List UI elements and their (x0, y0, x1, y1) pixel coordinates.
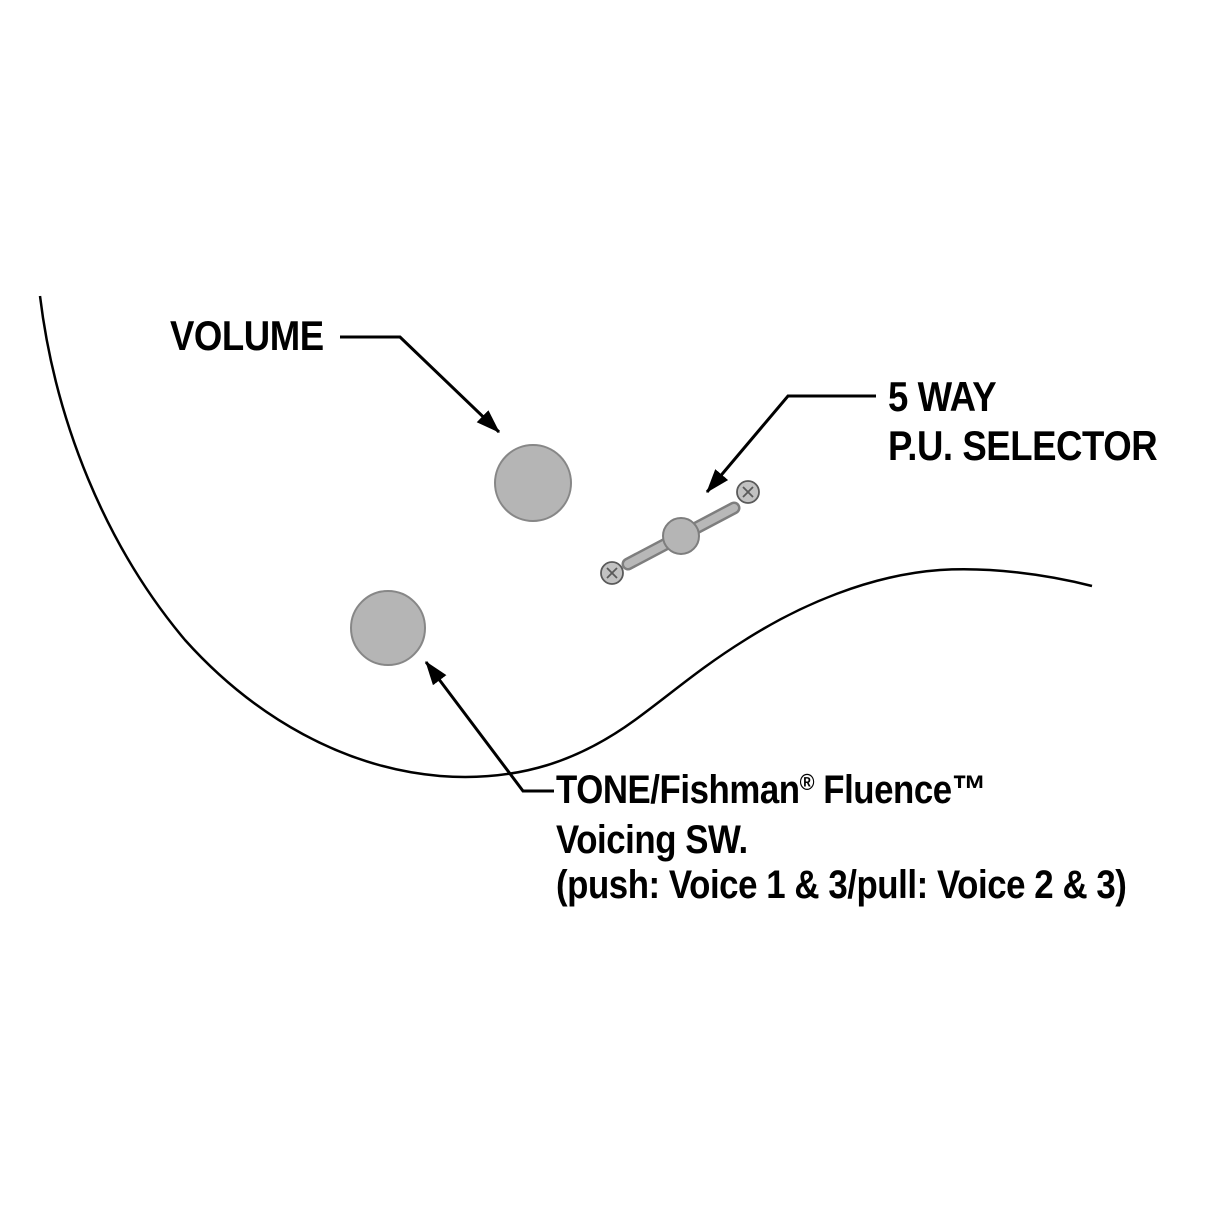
pickup-selector-label-line1: 5 WAY (888, 373, 997, 420)
pickup-selector-label-line2: P.U. SELECTOR (888, 422, 1158, 469)
selector-screw-right-icon (736, 480, 760, 504)
tone-leader-line (424, 661, 554, 793)
tone-label-line1: TONE/Fishman® Fluence™ (556, 768, 1126, 818)
trademark-icon: ™ (951, 768, 987, 812)
selector-screw-left-icon (600, 561, 624, 585)
selector-leader-line (705, 394, 876, 493)
selector-lever-knob (662, 517, 700, 555)
tone-label: TONE/Fishman® Fluence™ Voicing SW. (push… (556, 768, 1127, 908)
pickup-selector-label: 5 WAY P.U. SELECTOR (888, 372, 1158, 470)
tone-label-line1-text: TONE/Fishman (556, 768, 800, 812)
volume-knob (494, 444, 572, 522)
volume-leader-line (340, 335, 501, 434)
tone-label-line2: Voicing SW. (556, 818, 748, 862)
tone-label-line3: (push: Voice 1 & 3/pull: Voice 2 & 3) (556, 863, 1127, 907)
guitar-body-outline (38, 295, 1093, 779)
tone-label-line1-text2: Fluence (814, 768, 952, 812)
registered-trademark-icon: ® (799, 769, 815, 796)
tone-knob (350, 590, 426, 666)
volume-label: VOLUME (170, 312, 324, 359)
